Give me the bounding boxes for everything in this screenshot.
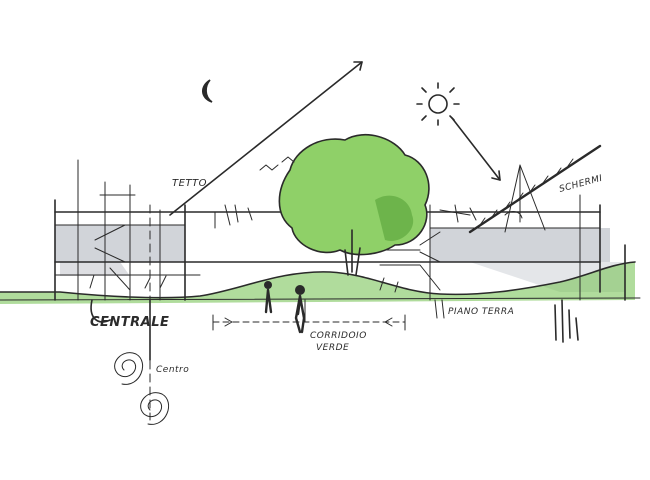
tree-icon bbox=[278, 133, 430, 276]
sunscreen-label: SCHERMI bbox=[558, 174, 604, 195]
ground-level-label: PIANO TERRA bbox=[448, 307, 514, 317]
light-ray-arrows bbox=[169, 61, 501, 216]
basement-label: CENTRALE bbox=[90, 315, 169, 330]
building-section-lines bbox=[54, 144, 626, 301]
roof-label: TETTO bbox=[172, 178, 207, 189]
hatch-marks bbox=[90, 299, 579, 343]
ground-grass bbox=[0, 261, 641, 304]
moon-icon bbox=[202, 79, 213, 103]
corridor-label-line1: CORRIDOIO bbox=[310, 331, 367, 341]
person-icon bbox=[264, 281, 306, 334]
sun-icon bbox=[416, 82, 460, 126]
corridor-dimension bbox=[212, 299, 406, 331]
center-label: Centro bbox=[156, 365, 189, 375]
spiral-icon bbox=[114, 352, 169, 425]
corridor-label-line2: VERDE bbox=[316, 343, 349, 353]
